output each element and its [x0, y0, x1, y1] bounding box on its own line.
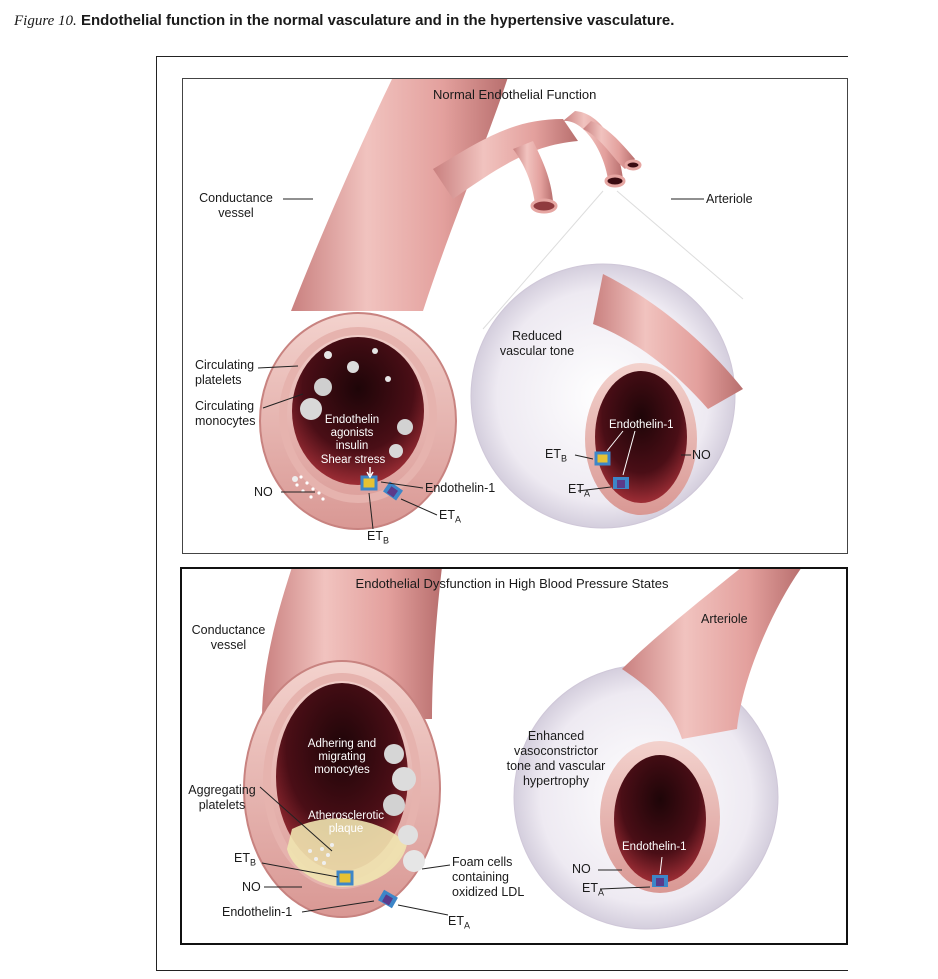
et-a-receptor	[383, 481, 403, 501]
conductance-vessel-tube	[291, 79, 508, 311]
circulating-platelets-label: Circulating platelets	[195, 358, 255, 387]
et-b-receptor	[360, 475, 378, 491]
figure-label: Figure 10.	[14, 13, 77, 29]
inset-endothelin-1-label-2: Endothelin-1	[622, 841, 687, 853]
dysfunction-panel-title: Endothelial Dysfunction in High Blood Pr…	[355, 576, 669, 591]
conductance-vessel-label-2: Conductance vessel	[191, 623, 266, 652]
figure-caption: Figure 10. Endothelial function in the n…	[14, 12, 924, 30]
no-label: NO	[254, 485, 273, 499]
arteriole-label-2: Arteriole	[701, 612, 748, 626]
no-label-2: NO	[242, 880, 261, 894]
inset-endothelin-1-label: Endothelin-1	[609, 419, 674, 431]
normal-panel-title: Normal Endothelial Function	[433, 87, 597, 102]
circulating-monocytes-label: Circulating monocytes	[195, 399, 256, 428]
figure-title: Endothelial function in the normal vascu…	[80, 12, 675, 29]
et-a-label-2: ETA	[448, 914, 470, 931]
endothelin-1-label-2: Endothelin-1	[222, 905, 293, 919]
et-b-label: ETB	[367, 529, 389, 546]
et-b-label-2: ETB	[234, 851, 256, 868]
conductance-vessel-label: Conductance vessel	[199, 191, 273, 220]
inset-no-label: NO	[692, 448, 711, 462]
panel-normal: Normal Endothelial Function Conductance …	[182, 78, 848, 554]
dysfunction-illustration	[243, 569, 801, 930]
inset-et-a-label: ETA	[568, 482, 590, 499]
atherosclerotic-plaque-label: Atherosclerotic plaque	[307, 810, 385, 835]
et-a-label: ETA	[439, 508, 461, 525]
aggregating-platelets-label: Aggregating platelets	[188, 783, 256, 812]
panel-dysfunction: Endothelial Dysfunction in High Blood Pr…	[180, 567, 848, 945]
figure-frame	[156, 56, 848, 971]
inset-et-a-label-2: ETA	[582, 881, 604, 898]
adhering-monocytes-label: Adhering and migrating monocytes	[307, 738, 377, 776]
shear-stress-label: Shear stress	[320, 454, 386, 466]
endothelin-1-label: Endothelin-1	[425, 481, 496, 495]
normal-illustration	[257, 79, 744, 530]
reduced-vascular-tone-label: Reduced vascular tone	[499, 329, 575, 358]
arteriole-label: Arteriole	[706, 192, 753, 206]
inset-et-b-label: ETB	[545, 447, 567, 464]
endothelin-agonists-label: Endothelin agonists insulin	[324, 414, 380, 452]
enhanced-tone-label: Enhanced vasoconstrictor tone and vascul…	[506, 729, 606, 788]
inset-no-label-2: NO	[572, 862, 591, 876]
foam-cells-label: Foam cells containing oxidized LDL	[452, 855, 525, 899]
